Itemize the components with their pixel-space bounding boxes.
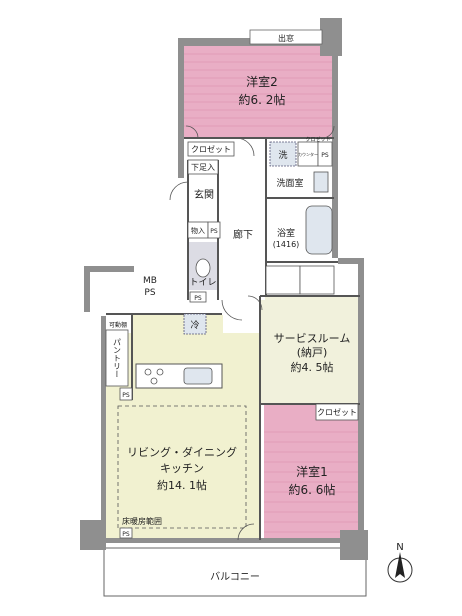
pantry-label: パントリー <box>113 338 122 378</box>
ps-box-1 <box>207 221 221 239</box>
ps-label-2: PS <box>194 295 202 302</box>
stove-burner <box>156 368 164 376</box>
ldk-size: 約14. 1帖 <box>157 478 207 492</box>
bedroom2-room <box>182 46 334 138</box>
ps-label-4: PS <box>122 392 130 399</box>
ldk-label: リビング・ダイニング <box>127 445 237 459</box>
bay-window <box>249 29 323 45</box>
ps-box-5 <box>119 527 133 539</box>
hallway-area <box>218 160 265 300</box>
bay-window-label: 出窓 <box>278 33 294 43</box>
toilet-label: トイレ <box>189 278 216 288</box>
bedroom1-room <box>264 404 360 542</box>
ps-label-5: PS <box>122 531 130 538</box>
mb-ps-label: PS <box>144 288 155 298</box>
bedroom2-size: 約6. 2帖 <box>239 92 286 107</box>
closet-b <box>299 265 335 295</box>
pantry-box <box>105 329 129 387</box>
fridge-label: 冷 <box>190 319 199 331</box>
closet-label: クロゼット <box>191 144 231 154</box>
stove-burner <box>144 368 152 376</box>
bedroom2-label: 洋室2 <box>246 74 278 89</box>
ldk-sub-label: キッチン <box>160 462 204 475</box>
bedroom1-label: 洋室1 <box>296 464 328 479</box>
ps-label-3: PS <box>321 152 329 159</box>
wash-basin <box>313 171 329 193</box>
mb-label: MB <box>143 276 157 286</box>
kitchen-sink <box>183 367 213 385</box>
washing-label: 洗 <box>278 149 287 161</box>
stove-burner <box>150 377 158 385</box>
bathtub <box>305 205 333 255</box>
movable-shelf-label: 可動棚 <box>109 321 127 329</box>
floor-heating-zone <box>117 405 247 529</box>
service-room-size: 約4. 5帖 <box>291 360 334 374</box>
toilet-bowl <box>195 258 211 278</box>
bedroom2-pattern <box>182 53 334 127</box>
ps-box-2 <box>189 291 207 303</box>
balcony-label: バルコニー <box>210 571 260 583</box>
north-arrow-icon: N <box>387 542 413 583</box>
closet-a <box>265 265 301 295</box>
shoe-cabinet-box <box>187 159 219 175</box>
storage-label: 物入 <box>191 226 205 235</box>
closet-box <box>187 141 235 157</box>
ps-label-1: PS <box>210 228 218 235</box>
bedroom1-pattern <box>264 431 360 533</box>
ps-box-4 <box>119 387 133 401</box>
counter-label: カウンター <box>298 151 318 157</box>
closet-bedroom1 <box>315 403 359 421</box>
hallway-label: 廊下 <box>233 228 253 241</box>
fridge-box <box>183 313 207 335</box>
washing-machine <box>269 141 297 167</box>
bathroom-label: 浴室 <box>277 227 295 239</box>
washroom-label: 洗面室 <box>276 177 303 189</box>
bedroom1-size: 約6. 6帖 <box>289 482 336 497</box>
kitchen-area <box>133 315 223 365</box>
closet-small-label: クロゼット <box>305 136 330 143</box>
entrance-area <box>188 178 218 218</box>
north-label: N <box>396 542 403 553</box>
bathroom-size: (1416) <box>273 240 300 249</box>
closet-bedroom1-label: クロゼット <box>317 407 357 417</box>
shoe-cabinet-label: 下足入 <box>191 163 215 172</box>
floor-heating-label: 床暖房範囲 <box>122 516 162 526</box>
service-room <box>260 297 360 404</box>
service-room-sub: (納戸) <box>297 346 328 359</box>
balcony-area <box>103 547 367 597</box>
service-room-label: サービスルーム <box>274 332 351 345</box>
ps-box-3 <box>317 141 333 167</box>
entrance-label: 玄関 <box>194 188 214 201</box>
